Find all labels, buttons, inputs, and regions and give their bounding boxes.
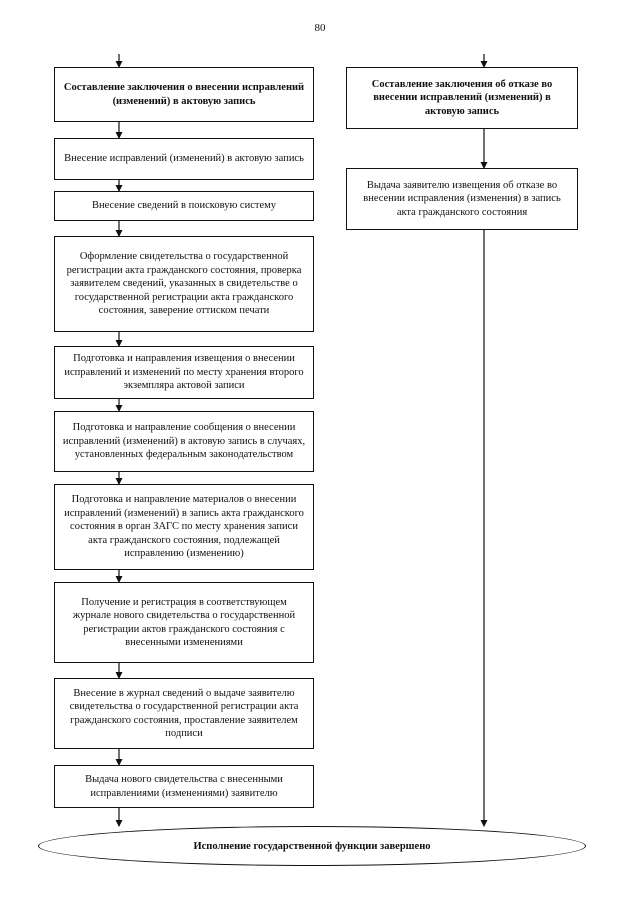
step-5-notice-box: Подготовка и направления извещения о вне… bbox=[54, 346, 314, 399]
step-8-registration-box: Получение и регистрация в соответствующе… bbox=[54, 582, 314, 663]
final-step-ellipse: Исполнение государственной функции завер… bbox=[38, 826, 586, 866]
refusal-notice-box: Выдача заявителю извещения об отказе во … bbox=[346, 168, 578, 230]
step-10-issue-box: Выдача нового свидетельства с внесенными… bbox=[54, 765, 314, 808]
step-7-materials-box: Подготовка и направление материалов о вн… bbox=[54, 484, 314, 570]
step-6-message-box: Подготовка и направление сообщения о вне… bbox=[54, 411, 314, 472]
refusal-conclusion-box: Составление заключения об отказе во внес… bbox=[346, 67, 578, 129]
step-9-journal-box: Внесение в журнал сведений о выдаче заяв… bbox=[54, 678, 314, 749]
page-number: 80 bbox=[314, 22, 326, 34]
step-4-certificate-box: Оформление свидетельства о государственн… bbox=[54, 236, 314, 332]
step-1-conclusion-box: Составление заключения о внесении исправ… bbox=[54, 67, 314, 122]
step-3-search-system-box: Внесение сведений в поисковую систему bbox=[54, 191, 314, 221]
step-2-corrections-box: Внесение исправлений (изменений) в актов… bbox=[54, 138, 314, 180]
